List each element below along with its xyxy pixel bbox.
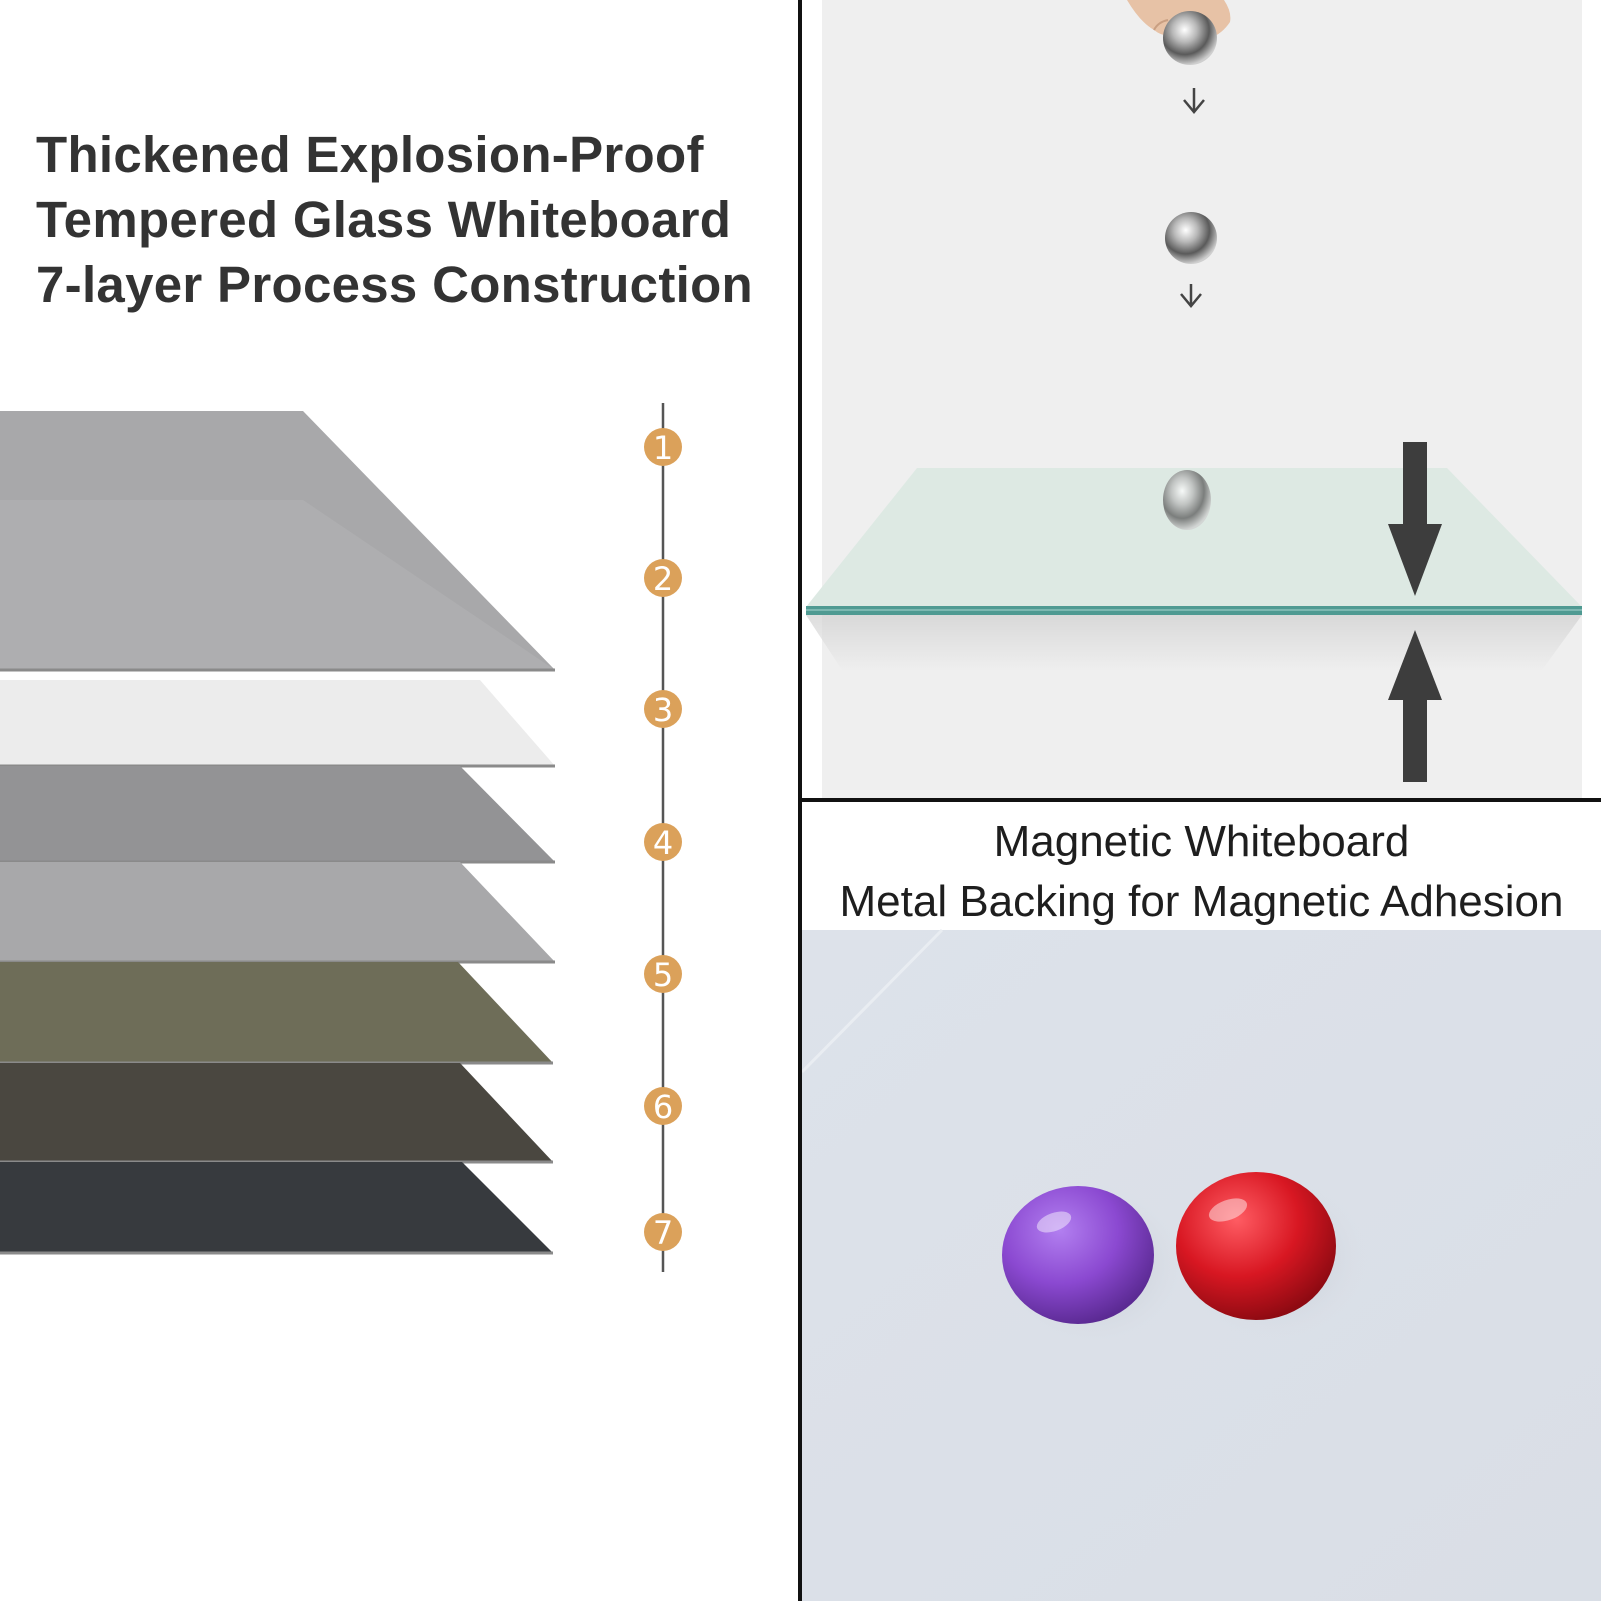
magnet-caption: Magnetic Whiteboard Metal Backing for Ma…	[802, 812, 1601, 932]
layer-marker-number: 2	[653, 560, 673, 598]
layer-marker-circle	[644, 823, 682, 861]
headline-line-3: 7-layer Process Construction	[36, 256, 753, 313]
layer-marker-circle	[644, 1087, 682, 1125]
red-magnet	[1176, 1172, 1336, 1320]
layer-marker-circle	[644, 559, 682, 597]
steel-ball-held	[1163, 11, 1217, 65]
layer-marker-3: 3	[644, 690, 682, 729]
panel-divider-vertical	[798, 0, 802, 1601]
drop-test-illustration	[806, 0, 1582, 798]
headline-line-2: Tempered Glass Whiteboard	[36, 191, 732, 248]
glass-layer-5	[0, 862, 555, 962]
magnet-photo	[802, 928, 1601, 1601]
layer-markers: 1 2 3 4 5 6 7	[644, 428, 682, 1252]
down-arrow-icon	[1183, 88, 1205, 114]
layer-marker-circle	[644, 955, 682, 993]
glass-layer-2	[0, 500, 555, 670]
glass-shadow	[806, 615, 1582, 670]
drop-test-panel: 4mm	[802, 0, 1601, 798]
thickness-arrow-down-icon	[1388, 442, 1442, 596]
layer-stack-diagram: 1 2 3 4 5 6 7	[0, 403, 682, 1272]
layer-marker-number: 7	[653, 1214, 673, 1252]
layer-marker-number: 5	[653, 956, 673, 994]
layer-marker-circle	[644, 428, 682, 466]
glass-layer-4	[0, 766, 555, 862]
construction-headline: Thickened Explosion-Proof Tempered Glass…	[36, 122, 796, 317]
steel-ball-falling	[1165, 212, 1217, 264]
layer-marker-circle	[644, 690, 682, 728]
layer-marker-number: 3	[653, 691, 673, 729]
steel-ball-impact	[1163, 470, 1211, 530]
layer-marker-circle	[644, 1213, 682, 1251]
layer-construction-panel: Thickened Explosion-Proof Tempered Glass…	[0, 0, 798, 1601]
layer-marker-number: 1	[653, 429, 673, 467]
purple-magnet	[1002, 1186, 1154, 1324]
layer-marker-6: 6	[644, 1087, 682, 1126]
down-arrow-icon	[1180, 284, 1202, 308]
layer-marker-1: 1	[644, 428, 682, 467]
glass-layer-6	[0, 962, 553, 1063]
glass-layer-3	[0, 680, 555, 766]
layer-stack	[0, 411, 555, 1255]
board-reflection	[802, 928, 944, 1074]
glass-layer-7	[0, 1063, 553, 1162]
drop-test-backdrop	[822, 0, 1582, 798]
layer-marker-7: 7	[644, 1213, 682, 1252]
panel-divider-horizontal	[802, 798, 1601, 802]
caption-line-1: Magnetic Whiteboard	[993, 817, 1410, 866]
layer-marker-number: 4	[653, 824, 673, 862]
magnet-highlight	[1036, 1211, 1072, 1233]
layer-marker-4: 4	[644, 823, 682, 862]
layer-marker-5: 5	[644, 955, 682, 994]
magnet-panel: Magnetic Whiteboard Metal Backing for Ma…	[802, 802, 1601, 1601]
headline-line-1: Thickened Explosion-Proof	[36, 126, 704, 183]
layer-marker-2: 2	[644, 559, 682, 598]
magnet-highlight	[1208, 1198, 1248, 1222]
thickness-arrow-up-icon	[1388, 630, 1442, 782]
caption-line-2: Metal Backing for Magnetic Adhesion	[839, 877, 1564, 926]
glass-layer-8	[0, 1162, 553, 1253]
tempered-glass-pane	[806, 468, 1582, 607]
layer-marker-number: 6	[653, 1088, 673, 1126]
